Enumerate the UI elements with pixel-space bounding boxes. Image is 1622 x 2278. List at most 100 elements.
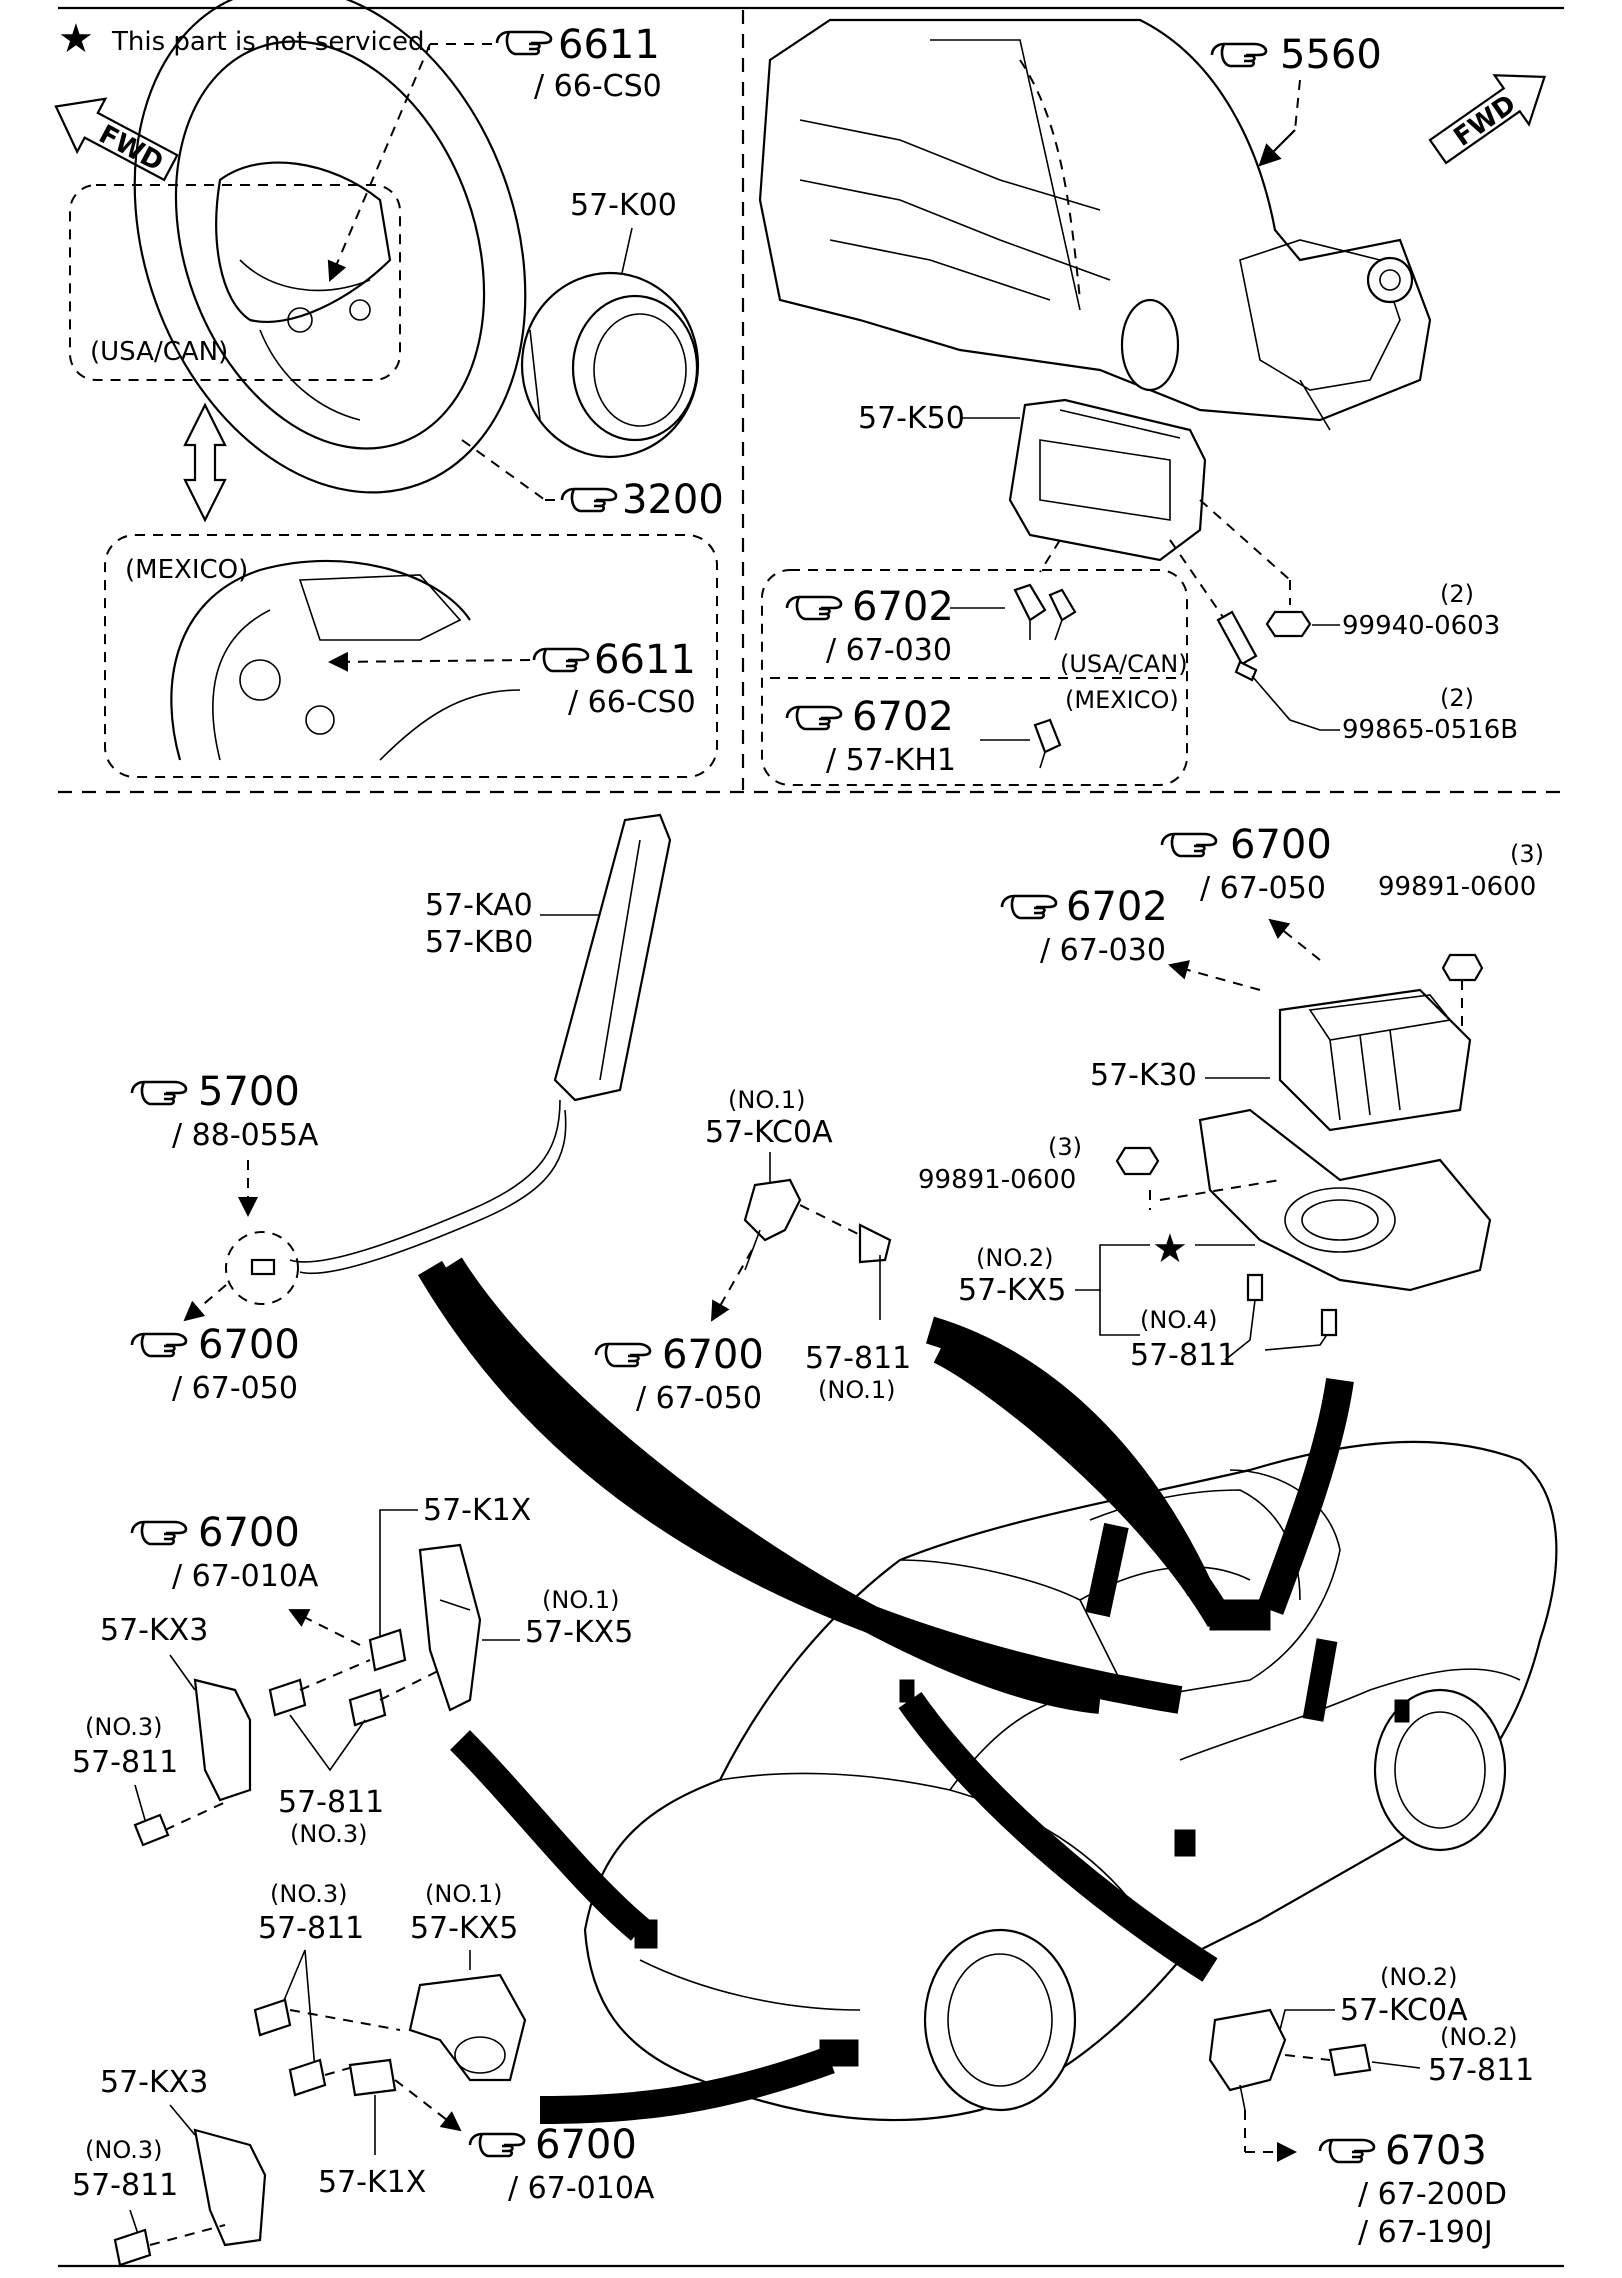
ref-6702-mexico-sub: / 57-KH1 xyxy=(826,743,956,778)
ref-6700-c-num: 6700 xyxy=(662,1332,764,1378)
ref-5700-sub: / 88-055A xyxy=(172,1118,319,1153)
part-57-kx3-b: 57-KX3 xyxy=(100,2065,267,2247)
mexico-wheel-detail xyxy=(170,559,521,761)
part-57-k30: 57-K30 xyxy=(1090,988,1472,1132)
label-kc0a-no2-qty: (NO.2) xyxy=(1380,1963,1458,1991)
qty-99940: (2) xyxy=(1440,580,1474,608)
leader-k50-connector xyxy=(1039,539,1061,573)
qty-99865: (2) xyxy=(1440,684,1474,712)
label-811-no2-qty: (NO.2) xyxy=(1440,2023,1518,2051)
star-symbol: ★ xyxy=(58,16,94,62)
part-57-811-no2: (NO.2) 57-811 xyxy=(1371,2023,1534,2088)
ref-6703-sub1: / 67-200D xyxy=(1358,2177,1507,2212)
qty-99891-a: (3) xyxy=(1510,840,1544,868)
dashboard-structure xyxy=(758,18,1432,431)
label-811-no4-qty: (NO.4) xyxy=(1140,1306,1218,1334)
mexico-label: (MEXICO) xyxy=(125,555,248,585)
ref-6700-e: 6700 / 67-010A xyxy=(468,2122,655,2206)
ref-6611-bottom-num: 6611 xyxy=(594,637,696,683)
ref-6702-usa-num: 6702 xyxy=(852,584,954,630)
ref-6703-num: 6703 xyxy=(1385,2128,1487,2174)
leader-sdm-6700 xyxy=(1268,918,1321,961)
ref-6611-bottom: 6611 / 66-CS0 xyxy=(328,637,696,720)
part-99891-0600-b: (3) 99891-0600 xyxy=(918,1133,1160,1210)
label-57-kc0a-no2: 57-KC0A xyxy=(1340,1993,1468,2028)
ref-6700-c-sub: / 67-050 xyxy=(636,1381,762,1416)
part-57-811-no3-a: (NO.3) 57-811 xyxy=(72,1713,231,1847)
part-57-811-no3-d: (NO.3) 57-811 xyxy=(72,2136,226,2267)
ref-6611-top: 6611 / 66-CS0 xyxy=(327,22,662,282)
part-57-kc0a-no2: (NO.2) 57-KC0A xyxy=(1208,1963,1468,2111)
label-57-k1x-b: 57-K1X xyxy=(318,2165,426,2200)
part-57-811-no4: (NO.4) 57-811 xyxy=(1130,1273,1338,1373)
ref-6700-d-sub: / 67-010A xyxy=(172,1559,319,1594)
star-mark: ★ xyxy=(1152,1226,1188,1272)
part-99865-0516b: (2) 99865-0516B xyxy=(1216,610,1518,745)
mexico-box xyxy=(104,534,718,778)
label-57-kx5-no2: 57-KX5 xyxy=(958,1273,1066,1308)
ref-6702-c-num: 6702 xyxy=(1066,884,1168,930)
label-57-kc0a-no1: 57-KC0A xyxy=(705,1115,833,1150)
label-57-kx3-a: 57-KX3 xyxy=(100,1613,208,1648)
ref-6700-d: 6700 / 67-010A xyxy=(130,1510,361,1646)
connector-5700 xyxy=(183,1231,299,1322)
part-57-k50: 57-K50 xyxy=(858,398,1207,562)
leader-curves xyxy=(417,1257,1354,2124)
ref-5560-num: 5560 xyxy=(1280,32,1382,78)
ref-6702-mexico-num: 6702 xyxy=(852,694,954,740)
part-57-kx5-no2: (NO.2) 57-KX5 ★ xyxy=(958,1108,1492,1336)
ref-6703: 6703 / 67-200D / 67-190J xyxy=(1244,2110,1507,2250)
mexico-small-label: (MEXICO) xyxy=(1065,686,1179,714)
fwd-label-right: FWD xyxy=(1449,89,1522,153)
ref-6702-mexico: 6702 / 57-KH1 (MEXICO) xyxy=(785,686,1179,778)
label-57-811-no3c: 57-811 xyxy=(258,1911,364,1946)
label-57-811-no3a: 57-811 xyxy=(72,1745,178,1780)
ref-6700-e-sub: / 67-010A xyxy=(508,2171,655,2206)
part-57-kx5-no1-b: (NO.1) 57-KX5 xyxy=(408,1880,527,2082)
label-57-kx5-no1a: 57-KX5 xyxy=(525,1615,633,1650)
label-57-k50: 57-K50 xyxy=(858,401,965,436)
label-kx5-no1b-qty: (NO.1) xyxy=(425,1880,503,1908)
part-99891-0600-a: (3) 99891-0600 xyxy=(1378,840,1544,1030)
part-57-811-no1: 57-811 (NO.1) xyxy=(805,1341,911,1404)
ref-6700-d-num: 6700 xyxy=(198,1510,300,1556)
label-57-kx5-no1b: 57-KX5 xyxy=(410,1911,518,1946)
label-kx5-no1a-qty: (NO.1) xyxy=(542,1586,620,1614)
label-99865-0516b: 99865-0516B xyxy=(1342,715,1518,745)
usa-can-small-label: (USA/CAN) xyxy=(1060,650,1188,678)
label-57-k30: 57-K30 xyxy=(1090,1058,1197,1093)
part-57-kx3-a: 57-KX3 xyxy=(100,1613,252,1802)
ref-6702-usa: 6702 / 67-030 (USA/CAN) xyxy=(785,583,1188,678)
fwd-arrow-right: FWD xyxy=(1428,74,1547,165)
label-57-811-no3d: 57-811 xyxy=(72,2168,178,2203)
part-57-811-no3-b: 57-811 (NO.3) xyxy=(268,1659,441,1848)
label-57-811-no3b: 57-811 xyxy=(278,1785,384,1820)
label-kc0a-no1-qty: (NO.1) xyxy=(728,1086,806,1114)
ref-6611-top-num: 6611 xyxy=(558,22,660,68)
label-57-ka0: 57-KA0 xyxy=(425,888,533,923)
part-57-kx5-no1-a: (NO.1) 57-KX5 xyxy=(418,1543,633,1712)
label-kx5-no2-qty: (NO.2) xyxy=(976,1244,1054,1272)
ref-6700-b: 6700 / 67-050 xyxy=(130,1322,300,1406)
ref-3200: 3200 xyxy=(461,439,724,523)
ref-6702-usa-sub: / 67-030 xyxy=(826,633,952,668)
label-57-811-no2: 57-811 xyxy=(1428,2053,1534,2088)
label-811-no3c-qty: (NO.3) xyxy=(270,1880,348,1908)
leader-k50-bolt xyxy=(1169,539,1226,621)
part-57-k00: 57-K00 xyxy=(520,188,700,459)
fwd-arrow-left: FWD xyxy=(54,97,179,182)
ref-6700-a-num: 6700 xyxy=(1230,822,1332,868)
ref-6700-a-sub: / 67-050 xyxy=(1200,871,1326,906)
legend: ★ This part is not serviced. xyxy=(58,16,433,62)
label-99891-0600-a: 99891-0600 xyxy=(1378,872,1536,902)
ref-6700-b-sub: / 67-050 xyxy=(172,1371,298,1406)
ref-5700-num: 5700 xyxy=(198,1069,300,1115)
ref-5700: 5700 / 88-055A xyxy=(130,1069,319,1217)
ref-6700-a: 6700 / 67-050 xyxy=(1160,822,1332,906)
label-57-k00: 57-K00 xyxy=(570,188,677,223)
label-57-kx3-b: 57-KX3 xyxy=(100,2065,208,2100)
part-57-ka0-kb0: 57-KA0 57-KB0 xyxy=(289,813,672,1275)
label-99940-0603: 99940-0603 xyxy=(1342,611,1500,641)
adjust-arrow xyxy=(183,402,227,523)
